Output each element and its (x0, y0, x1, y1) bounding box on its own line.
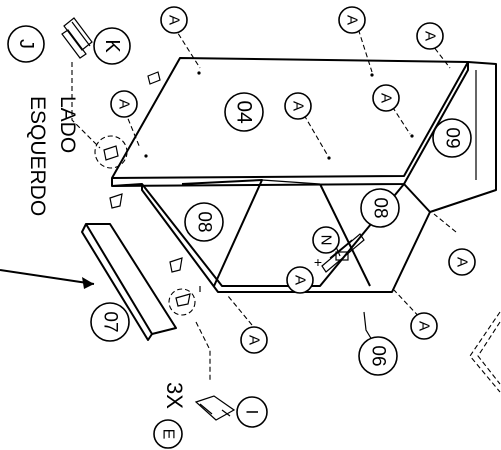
panel-04 (111, 57, 469, 187)
part-09-callout: 09 (432, 118, 472, 158)
next-step-preview (469, 311, 501, 393)
part-09-label: 09 (442, 127, 463, 148)
svg-text:A: A (378, 93, 395, 103)
side-label-line2: ESQUERDO (26, 96, 49, 217)
part-06-label: 06 (368, 345, 389, 366)
svg-text:A: A (416, 321, 433, 331)
svg-text:A: A (344, 15, 361, 25)
part-08-left-callout: 08 (184, 202, 224, 242)
hardware-j-callout: J (7, 25, 45, 63)
panel-09 (403, 61, 497, 213)
hardware-a-callouts: A A A A A A A A A A (110, 6, 476, 354)
hardware-i-callout: I (236, 396, 268, 428)
part-04-callout: 04 (224, 92, 264, 132)
part-07-label: 07 (100, 311, 121, 332)
svg-text:E: E (160, 429, 177, 440)
svg-text:A: A (454, 257, 471, 267)
drawer-rail (321, 233, 365, 273)
svg-text:K: K (101, 39, 123, 53)
svg-text:A: A (292, 275, 309, 285)
quantity-label: 3X (162, 382, 187, 409)
svg-text:A: A (290, 101, 307, 111)
part-07-callout: 07 (90, 302, 130, 342)
cam-lock-fitting (61, 17, 93, 59)
detail-circle-left (94, 135, 128, 169)
part-08-left-label: 08 (194, 211, 215, 232)
svg-text:A: A (166, 15, 183, 25)
part-04-label: 04 (233, 100, 256, 124)
part-08-right-label: 08 (370, 197, 391, 218)
cabinet-body (111, 179, 431, 293)
plus-sign: + (314, 254, 322, 270)
part-06-callout: 06 (358, 336, 398, 376)
hardware-n-callout: N (312, 226, 340, 254)
hardware-e-callout: E (153, 419, 183, 449)
fitting-pieces (103, 71, 191, 307)
svg-text:A: A (116, 99, 133, 109)
svg-text:A: A (422, 31, 439, 41)
detail-circle-bottom (168, 288, 196, 316)
svg-text:I: I (243, 410, 262, 415)
connector-fitting (194, 395, 236, 421)
arrow-to-07 (0, 269, 95, 289)
hardware-k-callout: K (93, 27, 131, 65)
part-08-right-callout: 08 (360, 188, 400, 228)
leader-06 (363, 311, 373, 341)
svg-text:N: N (318, 235, 335, 246)
svg-text:J: J (15, 39, 37, 49)
panel-07 (81, 223, 177, 341)
side-label-line1: LADO (56, 96, 79, 154)
svg-text:A: A (246, 335, 263, 345)
